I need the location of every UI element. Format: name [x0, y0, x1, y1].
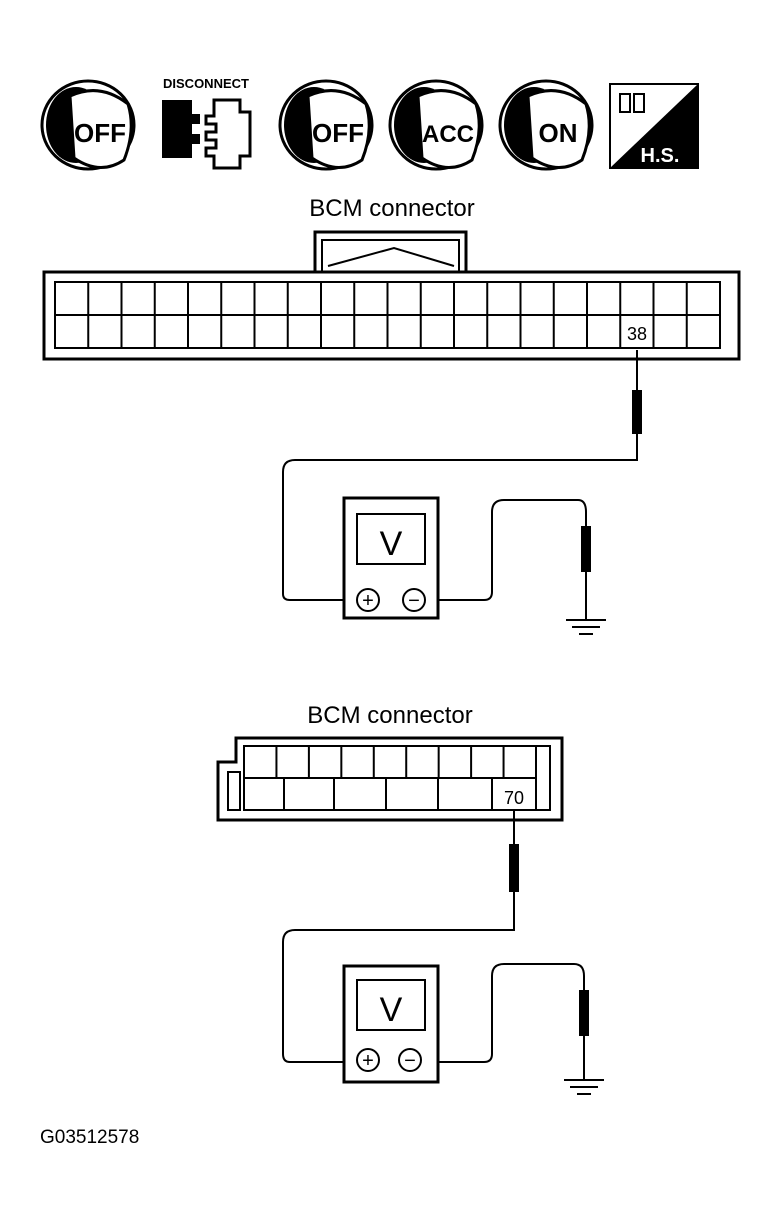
- minus-terminal-icon: −: [408, 590, 420, 612]
- ignition-off-label: OFF: [74, 118, 126, 148]
- ignition-off-label-2: OFF: [312, 118, 364, 148]
- bcm-connector-2: 70: [216, 736, 564, 822]
- bcm-connector-1: 38: [42, 230, 741, 361]
- diagram1-title: BCM connector: [309, 195, 474, 222]
- pin-38-label: 38: [627, 324, 647, 344]
- voltmeter-1: V + −: [342, 496, 440, 620]
- diagram2-title: BCM connector: [307, 702, 472, 729]
- voltmeter-2: V + −: [342, 964, 440, 1084]
- plus-terminal-icon: +: [362, 590, 374, 612]
- harness-side-icon: H.S.: [609, 83, 699, 169]
- figure-id: G03512578: [40, 1127, 139, 1148]
- ignition-on-label: ON: [539, 118, 578, 148]
- minus-terminal-icon-2: −: [404, 1050, 416, 1072]
- probe-1-plus: [632, 390, 642, 434]
- probe-2-minus: [579, 990, 589, 1036]
- ground-icon-2: [564, 1079, 604, 1095]
- harness-side-label: H.S.: [641, 145, 680, 167]
- ignition-acc-label: ACC: [422, 121, 474, 148]
- voltmeter-1-display: V: [380, 525, 403, 563]
- disconnect-icon: DISCONNECT: [162, 76, 252, 170]
- ignition-off-icon-2: OFF: [278, 79, 374, 171]
- probe-2-plus: [509, 844, 519, 892]
- ignition-acc-icon: ACC: [388, 79, 484, 171]
- ignition-off-icon: OFF: [40, 79, 136, 171]
- ignition-on-icon: ON: [498, 79, 594, 171]
- voltmeter-2-display: V: [380, 991, 403, 1029]
- probe-wire-2: [282, 810, 585, 1080]
- disconnect-label: DISCONNECT: [163, 76, 249, 91]
- pin-70-label: 70: [504, 788, 524, 808]
- probe-1-minus: [581, 526, 591, 572]
- ground-icon: [566, 619, 606, 635]
- plus-terminal-icon-2: +: [362, 1050, 374, 1072]
- probe-wire-1: [282, 350, 638, 620]
